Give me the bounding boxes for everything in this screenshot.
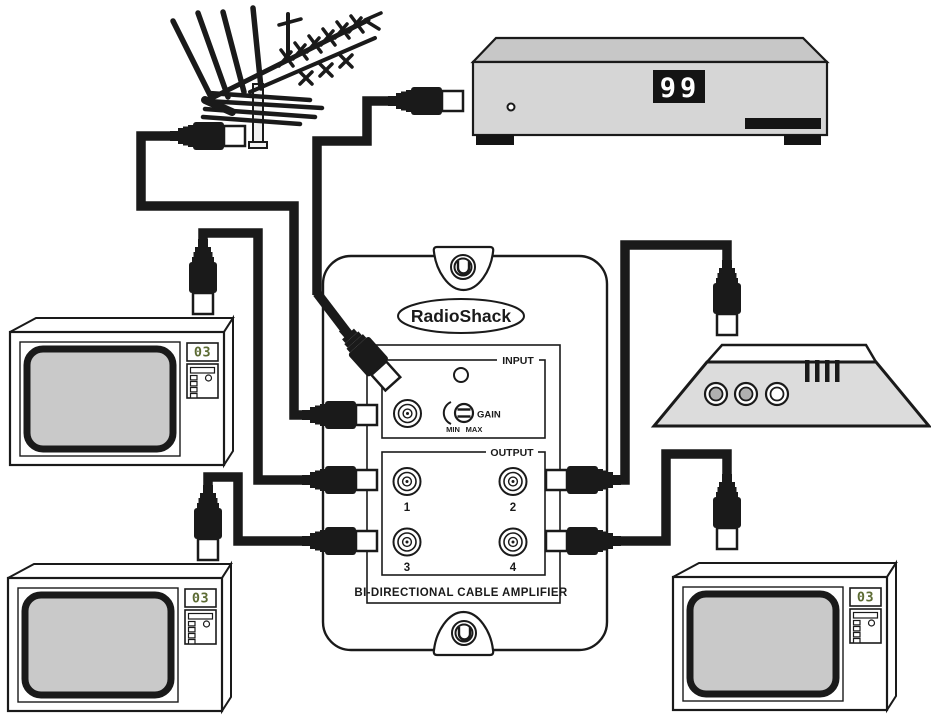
gain-control (442, 401, 475, 425)
screw-slot (456, 261, 471, 275)
rca-jack (764, 381, 790, 407)
cable-box-top (470, 36, 830, 64)
output-jack-1 (392, 467, 422, 496)
screw-slot (457, 627, 472, 641)
tv-channel-display: 03 (857, 590, 874, 606)
cable-box-connector (386, 85, 465, 117)
brand-logo: RadioShack (411, 306, 511, 326)
gain-label: GAIN (477, 410, 501, 421)
coax-connectors (168, 85, 743, 562)
tv-antenna (170, 5, 383, 149)
amp-side-connector-out2 (544, 464, 623, 496)
amp-side-connector-out3 (300, 525, 379, 557)
cable-amp-input-to-cable-box (312, 96, 391, 295)
vcr-top (704, 343, 879, 364)
rca-jack (733, 381, 759, 407)
output-jack-4 (498, 527, 528, 557)
port-3-label: 3 (404, 562, 410, 574)
cable-box-slot (745, 118, 821, 129)
tv-channel-display: 03 (192, 591, 209, 607)
output-label-bg (486, 446, 538, 458)
signal-led (453, 367, 469, 383)
amplifier-caption: BI-DIRECTIONAL CABLE AMPLIFIER (354, 587, 568, 599)
input-label: INPUT (502, 355, 534, 367)
vcr-device (650, 343, 931, 428)
tv-left: 03 (10, 318, 233, 465)
amp-side-connector-out1 (300, 464, 379, 496)
input-jack (393, 399, 422, 428)
brand-oval (397, 298, 525, 334)
rca-jack (703, 381, 729, 407)
vent-slots (805, 360, 840, 382)
input-label-bg (497, 354, 539, 366)
tv-bottom-left-connector (192, 483, 224, 562)
amplifier: RadioShack INPUT GAIN MIN MAX OUTPUT 1 2… (321, 245, 609, 657)
tv-bottom-right: 03 (673, 563, 896, 710)
cable-output1-to-tv-left (198, 228, 304, 485)
tv-bottom-left: 03 (8, 564, 231, 711)
amp-side-connector-input (300, 399, 379, 431)
cable-antenna-to-amp-input (136, 131, 304, 420)
vcr-connector (711, 258, 743, 337)
output-label: OUTPUT (490, 447, 534, 459)
cable-box-channel-display: 99 (660, 73, 701, 104)
output-jack-3 (392, 527, 422, 557)
gain-max-label: MAX (466, 425, 483, 434)
cable-output2-to-vcr (619, 240, 732, 485)
gain-min-label: MIN (446, 425, 460, 434)
antenna-cable-connector (168, 120, 247, 152)
tv-channel-display: 03 (194, 345, 211, 361)
amp-side-connector-out4 (544, 525, 623, 557)
port-2-label: 2 (510, 502, 516, 514)
output-jack-2 (498, 467, 528, 496)
port-4-label: 4 (510, 562, 517, 574)
cable-box: 99 (470, 36, 830, 145)
vcr-front (650, 360, 931, 428)
cable-output3-to-tv-bottom-left (203, 472, 304, 546)
cable-output4-to-tv-bottom-right (619, 449, 732, 546)
power-led (506, 102, 516, 112)
tv-left-connector (187, 237, 219, 316)
coax-cables (136, 96, 732, 546)
cable-box-foot (784, 135, 821, 145)
tv-bottom-right-connector (711, 472, 743, 551)
cable-box-display (653, 70, 705, 103)
cable-box-foot (476, 135, 514, 145)
port-1-label: 1 (404, 502, 411, 514)
